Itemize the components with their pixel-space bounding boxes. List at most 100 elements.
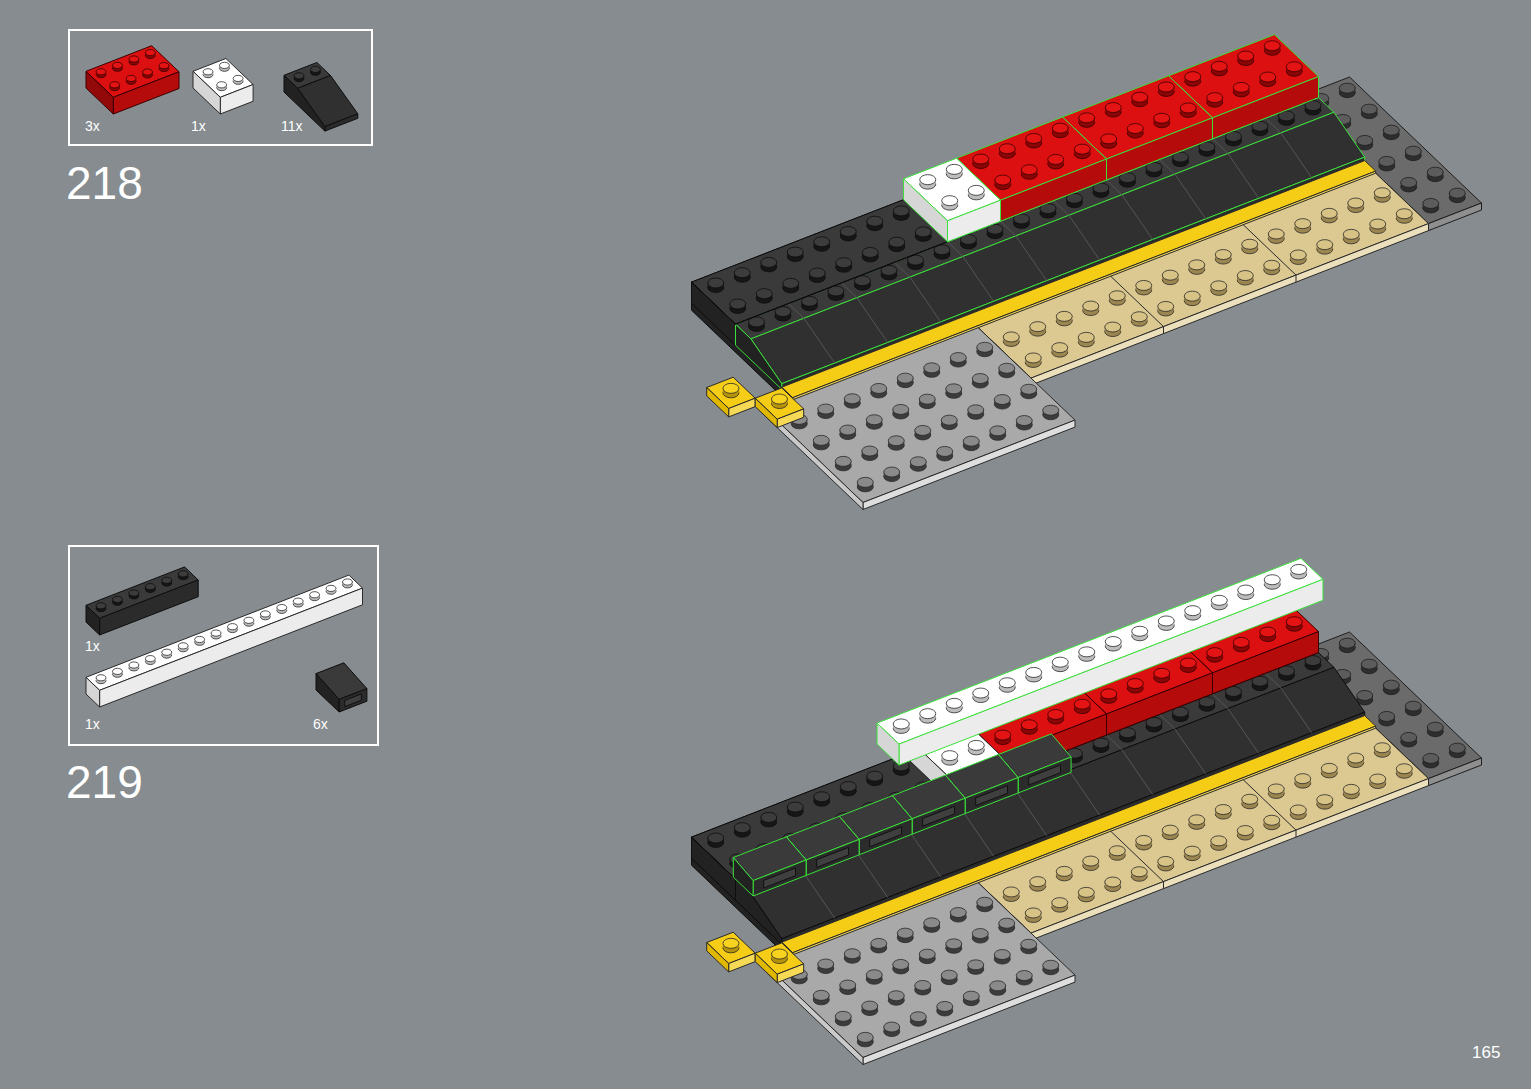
- stud: [1396, 764, 1412, 774]
- stud: [1357, 135, 1373, 145]
- gray-plate: [766, 883, 1075, 1058]
- stud: [888, 991, 904, 1001]
- stud: [1043, 405, 1059, 415]
- yellow-plate: [777, 409, 804, 428]
- support-brick: [692, 200, 948, 324]
- stud: [211, 630, 221, 636]
- stud: [995, 730, 1011, 740]
- stud: [893, 959, 909, 969]
- support-brick: [736, 242, 948, 325]
- yellow-plate: [729, 953, 756, 972]
- stud: [889, 237, 905, 247]
- windscreen-piece: [806, 839, 859, 875]
- slope-brick: [325, 114, 358, 131]
- stud: [1427, 722, 1443, 732]
- stud: [840, 226, 856, 236]
- part-icon: [100, 580, 199, 635]
- stud: [866, 970, 882, 980]
- stud: [946, 164, 962, 174]
- stud: [946, 939, 962, 949]
- stud: [1158, 301, 1174, 311]
- windscreen-piece: [912, 798, 965, 834]
- stud: [734, 823, 750, 833]
- support-brick: [692, 282, 736, 324]
- windscreen-piece: [339, 689, 367, 712]
- stud: [1260, 72, 1276, 82]
- stud: [1074, 144, 1090, 154]
- stud: [145, 656, 155, 662]
- stud: [1357, 690, 1373, 700]
- stud: [941, 415, 957, 425]
- stud: [924, 363, 940, 373]
- gray-plate: [863, 975, 1075, 1064]
- stud: [277, 604, 287, 610]
- stud: [968, 185, 984, 195]
- stud: [771, 394, 787, 404]
- stud: [145, 584, 155, 590]
- stud: [1016, 971, 1032, 981]
- stud: [1162, 825, 1178, 835]
- stud: [990, 426, 1006, 436]
- brick-seam: [1069, 215, 1100, 260]
- stud: [1154, 113, 1170, 123]
- stud: [1056, 866, 1072, 876]
- stud: [1158, 856, 1174, 866]
- stud: [1423, 198, 1439, 208]
- stud: [1361, 104, 1377, 114]
- stud: [1056, 311, 1072, 321]
- stud: [840, 425, 856, 435]
- stud: [968, 740, 984, 750]
- windscreen-window: [345, 694, 362, 707]
- stud: [1295, 774, 1311, 784]
- brick-seam: [857, 298, 888, 343]
- stud: [813, 990, 829, 1000]
- brick-seam: [1296, 830, 1297, 837]
- stud: [1026, 133, 1042, 143]
- stud: [836, 258, 852, 268]
- stud: [1317, 240, 1333, 250]
- stud: [1101, 134, 1117, 144]
- stud: [1343, 784, 1359, 794]
- stud: [1131, 312, 1147, 322]
- stud: [96, 69, 106, 75]
- stud: [1264, 815, 1280, 825]
- stud: [1184, 291, 1200, 301]
- stud: [915, 227, 931, 237]
- brick-seam: [1281, 133, 1312, 178]
- stud: [145, 50, 155, 56]
- stud: [708, 278, 724, 288]
- stud: [228, 624, 238, 630]
- stud: [884, 467, 900, 477]
- brick-seam: [910, 832, 941, 877]
- stud: [1211, 61, 1227, 71]
- windscreen-piece: [1018, 757, 1071, 793]
- stud: [1021, 384, 1037, 394]
- brick-seam: [1122, 750, 1153, 795]
- stud: [1079, 647, 1095, 657]
- stud: [1207, 648, 1223, 658]
- stud: [1083, 301, 1099, 311]
- stud: [1184, 846, 1200, 856]
- stud: [1233, 637, 1249, 647]
- stud: [1348, 198, 1364, 208]
- windscreen-piece: [316, 674, 339, 712]
- stud: [942, 196, 958, 206]
- stud: [1154, 668, 1170, 678]
- stud: [968, 960, 984, 970]
- stud: [723, 938, 739, 948]
- stud: [937, 446, 953, 456]
- stud: [835, 456, 851, 466]
- stud: [1105, 877, 1121, 887]
- tan-plate: [978, 173, 1428, 378]
- stud: [946, 384, 962, 394]
- stud: [1189, 815, 1205, 825]
- stud: [1083, 856, 1099, 866]
- stud: [1374, 188, 1390, 198]
- stud: [1268, 784, 1284, 794]
- stud: [1260, 627, 1276, 637]
- part-icon: [113, 72, 179, 114]
- support-brick: [692, 755, 948, 879]
- stud: [968, 405, 984, 415]
- stud: [1290, 250, 1306, 260]
